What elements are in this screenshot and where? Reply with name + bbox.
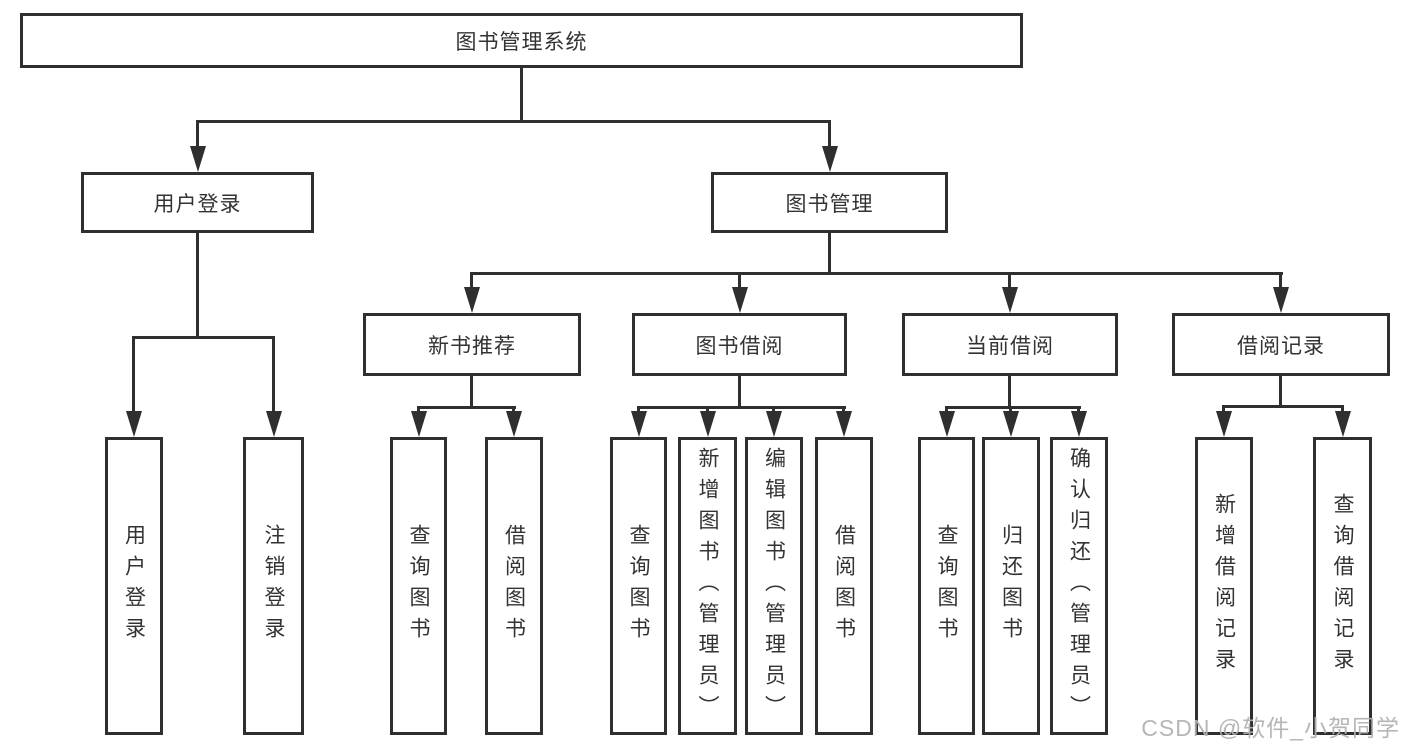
connector-line [196,120,199,150]
connector-line [520,68,523,122]
leaf-add-book-admin-label: 新增图书（管理员） [696,446,719,726]
node-book-management: 图书管理 [711,172,948,233]
arrow-down-icon [822,146,838,172]
connector-line [738,376,741,408]
node-library-system-label: 图书管理系统 [455,30,588,54]
arrow-down-icon [126,411,142,437]
leaf-borrow-books-borrowing-label: 借阅图书 [832,524,856,648]
leaf-borrow-books-recommend-label: 借阅图书 [502,524,526,648]
connector-line [1222,405,1344,408]
leaf-return-books: 归还图书 [982,437,1040,735]
leaf-confirm-return-admin: 确认归还（管理员） [1050,437,1108,735]
arrow-down-icon [732,287,748,313]
leaf-query-books-current-label: 查询图书 [935,524,958,648]
leaf-edit-book-admin-label: 编辑图书（管理员） [762,446,786,726]
node-book-borrowing: 图书借阅 [632,313,847,376]
arrow-down-icon [1273,287,1289,313]
connector-line [417,406,516,409]
arrow-down-icon [766,411,782,437]
connector-line [470,272,1283,275]
connector-line [1008,376,1011,408]
leaf-query-books-borrowing-label: 查询图书 [627,524,650,648]
leaf-add-borrow-record: 新增借阅记录 [1195,437,1253,735]
csdn-watermark: CSDN @软件_小贺同学 [1141,715,1400,741]
leaf-return-books-label: 归还图书 [999,524,1023,648]
connector-line [945,406,1081,409]
arrow-down-icon [1335,411,1351,437]
connector-line [1279,375,1282,408]
arrow-down-icon [506,411,522,437]
leaf-query-books-recommend-label: 查询图书 [407,524,430,648]
connector-line [470,272,473,290]
arrow-down-icon [266,411,282,437]
connector-line [738,272,741,290]
leaf-query-borrow-record: 查询借阅记录 [1313,437,1372,735]
arrow-down-icon [1002,287,1018,313]
arrow-down-icon [1003,411,1019,437]
connector-line [132,336,275,339]
node-book-management-label: 图书管理 [785,192,874,216]
connector-line [1008,272,1011,290]
leaf-confirm-return-admin-label: 确认归还（管理员） [1067,446,1091,726]
connector-line [1009,406,1012,414]
connector-line [417,406,420,414]
node-library-system: 图书管理系统 [20,13,1023,68]
node-borrowing-records-label: 借阅记录 [1237,334,1325,358]
connector-line [1341,405,1344,414]
node-book-borrowing-label: 图书借阅 [695,334,784,358]
connector-line [637,406,640,414]
connector-line [1279,272,1282,290]
connector-line [772,406,775,414]
connector-line [828,233,831,275]
leaf-user-login-label: 用户登录 [122,524,146,648]
arrow-down-icon [939,411,955,437]
connector-line [1077,406,1080,414]
arrow-down-icon [631,411,647,437]
node-new-book-recommendation-label: 新书推荐 [428,334,516,358]
connector-line [196,120,831,123]
node-current-borrowing-label: 当前借阅 [966,334,1054,358]
connector-line [272,336,275,414]
node-user-login: 用户登录 [81,172,314,233]
leaf-borrow-books-recommend: 借阅图书 [485,437,543,735]
leaf-add-borrow-record-label: 新增借阅记录 [1212,493,1236,679]
arrow-down-icon [700,411,716,437]
connector-line [637,406,846,409]
connector-line [470,376,473,408]
leaf-add-book-admin: 新增图书（管理员） [678,437,737,735]
node-new-book-recommendation: 新书推荐 [363,313,581,376]
arrow-down-icon [190,146,206,172]
leaf-query-borrow-record-label: 查询借阅记录 [1331,493,1354,679]
connector-line [842,406,845,414]
leaf-edit-book-admin: 编辑图书（管理员） [745,437,803,735]
arrow-down-icon [411,411,427,437]
leaf-logout-login-label: 注销登录 [262,524,285,648]
node-current-borrowing: 当前借阅 [902,313,1118,376]
connector-line [945,406,948,414]
connector-line [196,233,199,338]
connector-line [1222,405,1225,414]
connector-line [132,336,135,414]
arrow-down-icon [836,411,852,437]
connector-line [512,406,515,414]
arrow-down-icon [464,287,480,313]
leaf-query-books-recommend: 查询图书 [390,437,447,735]
connector-line [706,406,709,414]
node-user-login-label: 用户登录 [153,192,242,216]
leaf-query-books-current: 查询图书 [918,437,975,735]
leaf-user-login: 用户登录 [105,437,163,735]
node-borrowing-records: 借阅记录 [1172,313,1390,376]
leaf-query-books-borrowing: 查询图书 [610,437,667,735]
leaf-logout-login: 注销登录 [243,437,304,735]
connector-line [828,120,831,150]
arrow-down-icon [1216,411,1232,437]
leaf-borrow-books-borrowing: 借阅图书 [815,437,873,735]
arrow-down-icon [1071,411,1087,437]
